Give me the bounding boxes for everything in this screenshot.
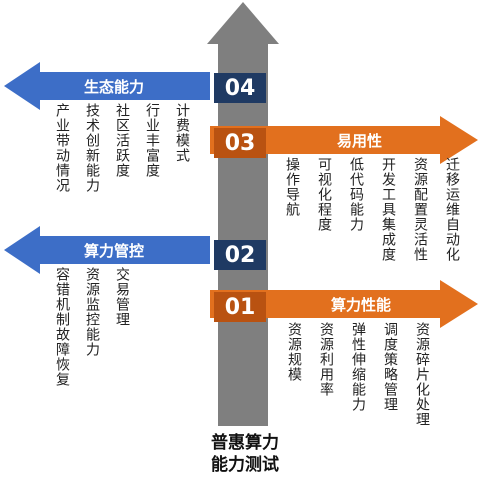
stage-03-arrow bbox=[210, 116, 478, 164]
diagram-title-line-1: 普惠算力 bbox=[211, 433, 279, 453]
stage-03-item: 开发工具集成度 bbox=[380, 157, 396, 262]
stage-04-item: 技术创新能力 bbox=[84, 103, 100, 193]
stage-01-item: 资源利用率 bbox=[318, 322, 334, 397]
stage-01-label: 算力性能 bbox=[331, 296, 392, 314]
stage-02-item: 交易管理 bbox=[114, 267, 130, 327]
stage-04-arrow bbox=[4, 62, 210, 110]
diagram-title: 普惠算力 能力测试 bbox=[150, 432, 340, 476]
stage-03-number-badge: 03 bbox=[214, 128, 266, 158]
stage-04-number-badge: 04 bbox=[214, 73, 266, 103]
stage-03-item: 迁移运维自动化 bbox=[444, 157, 460, 262]
stage-02-item: 容错机制故障恢复 bbox=[54, 267, 70, 387]
stage-04-item: 产业带动情况 bbox=[54, 103, 70, 193]
axis-arrow bbox=[207, 2, 279, 426]
stage-02-number-badge: 02 bbox=[214, 240, 266, 270]
stage-04-item: 社区活跃度 bbox=[114, 103, 130, 178]
stage-04-item: 计费模式 bbox=[174, 103, 190, 163]
axis-arrow-head bbox=[207, 2, 279, 44]
stage-03-item: 资源配置灵活性 bbox=[412, 157, 428, 262]
stage-01-item: 弹性伸缩能力 bbox=[350, 322, 366, 412]
stage-04-label: 生态能力 bbox=[84, 78, 145, 96]
stage-01-item: 资源碎片化处理 bbox=[414, 322, 430, 427]
stage-03-item: 操作导航 bbox=[284, 157, 300, 217]
stage-03-item: 低代码能力 bbox=[348, 157, 364, 232]
stage-01-item: 调度策略管理 bbox=[382, 322, 398, 412]
axis-arrow-shaft bbox=[218, 44, 268, 426]
stage-02-item: 资源监控能力 bbox=[84, 267, 100, 357]
diagram-title-line-2: 能力测试 bbox=[211, 455, 279, 475]
stage-03-label: 易用性 bbox=[337, 132, 383, 150]
stage-01-number-badge: 01 bbox=[214, 292, 266, 322]
stage-01-item: 资源规模 bbox=[286, 322, 302, 382]
stage-04-item: 行业丰富度 bbox=[144, 103, 160, 178]
stage-03-item: 可视化程度 bbox=[316, 157, 332, 232]
stage-02-arrow bbox=[4, 226, 210, 274]
stage-02-label: 算力管控 bbox=[84, 242, 145, 260]
stage-01-arrow bbox=[210, 280, 478, 328]
